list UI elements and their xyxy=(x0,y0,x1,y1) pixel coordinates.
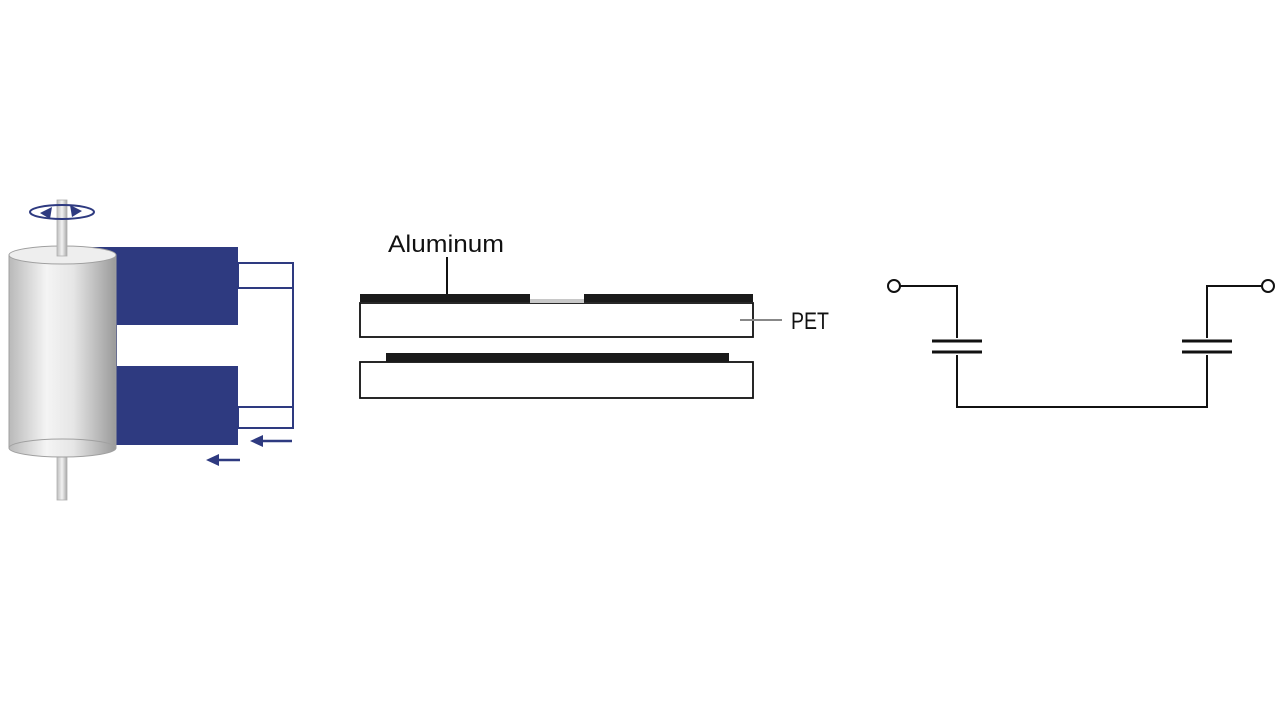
film-strip xyxy=(92,247,293,445)
label-aluminum: Aluminum xyxy=(388,231,504,258)
terminal-right xyxy=(1261,279,1275,293)
wire-left-top xyxy=(900,285,958,338)
aluminum-electrode-top-left xyxy=(360,294,530,302)
label-pet: PET xyxy=(791,308,829,335)
capacitor-left-icon xyxy=(932,339,982,354)
roller-cylinder-bottom xyxy=(8,438,117,458)
pet-layer-top xyxy=(359,302,754,338)
aluminum-electrode-top-right xyxy=(584,294,753,302)
electrode-gap xyxy=(530,299,584,303)
equivalent-circuit-panel xyxy=(887,279,1275,408)
winding-roller-panel xyxy=(8,199,294,501)
aluminum-electrode-bottom xyxy=(386,353,729,362)
film-slot-bottom xyxy=(237,406,294,429)
capacitor-right-icon xyxy=(1182,339,1232,354)
film-cross-section-panel: Aluminum PET xyxy=(359,231,829,399)
wire-bottom xyxy=(956,355,1208,408)
roller-shaft-top xyxy=(56,199,68,257)
rotation-arrow-icon xyxy=(29,204,95,220)
terminal-left xyxy=(887,279,901,293)
direction-arrow-icon-2 xyxy=(206,454,240,466)
roller-cylinder xyxy=(8,254,117,449)
pet-layer-bottom xyxy=(359,361,754,399)
film-slot-top xyxy=(237,262,294,289)
direction-arrow-icon-1 xyxy=(250,435,292,447)
wire-right-top xyxy=(1206,285,1262,338)
